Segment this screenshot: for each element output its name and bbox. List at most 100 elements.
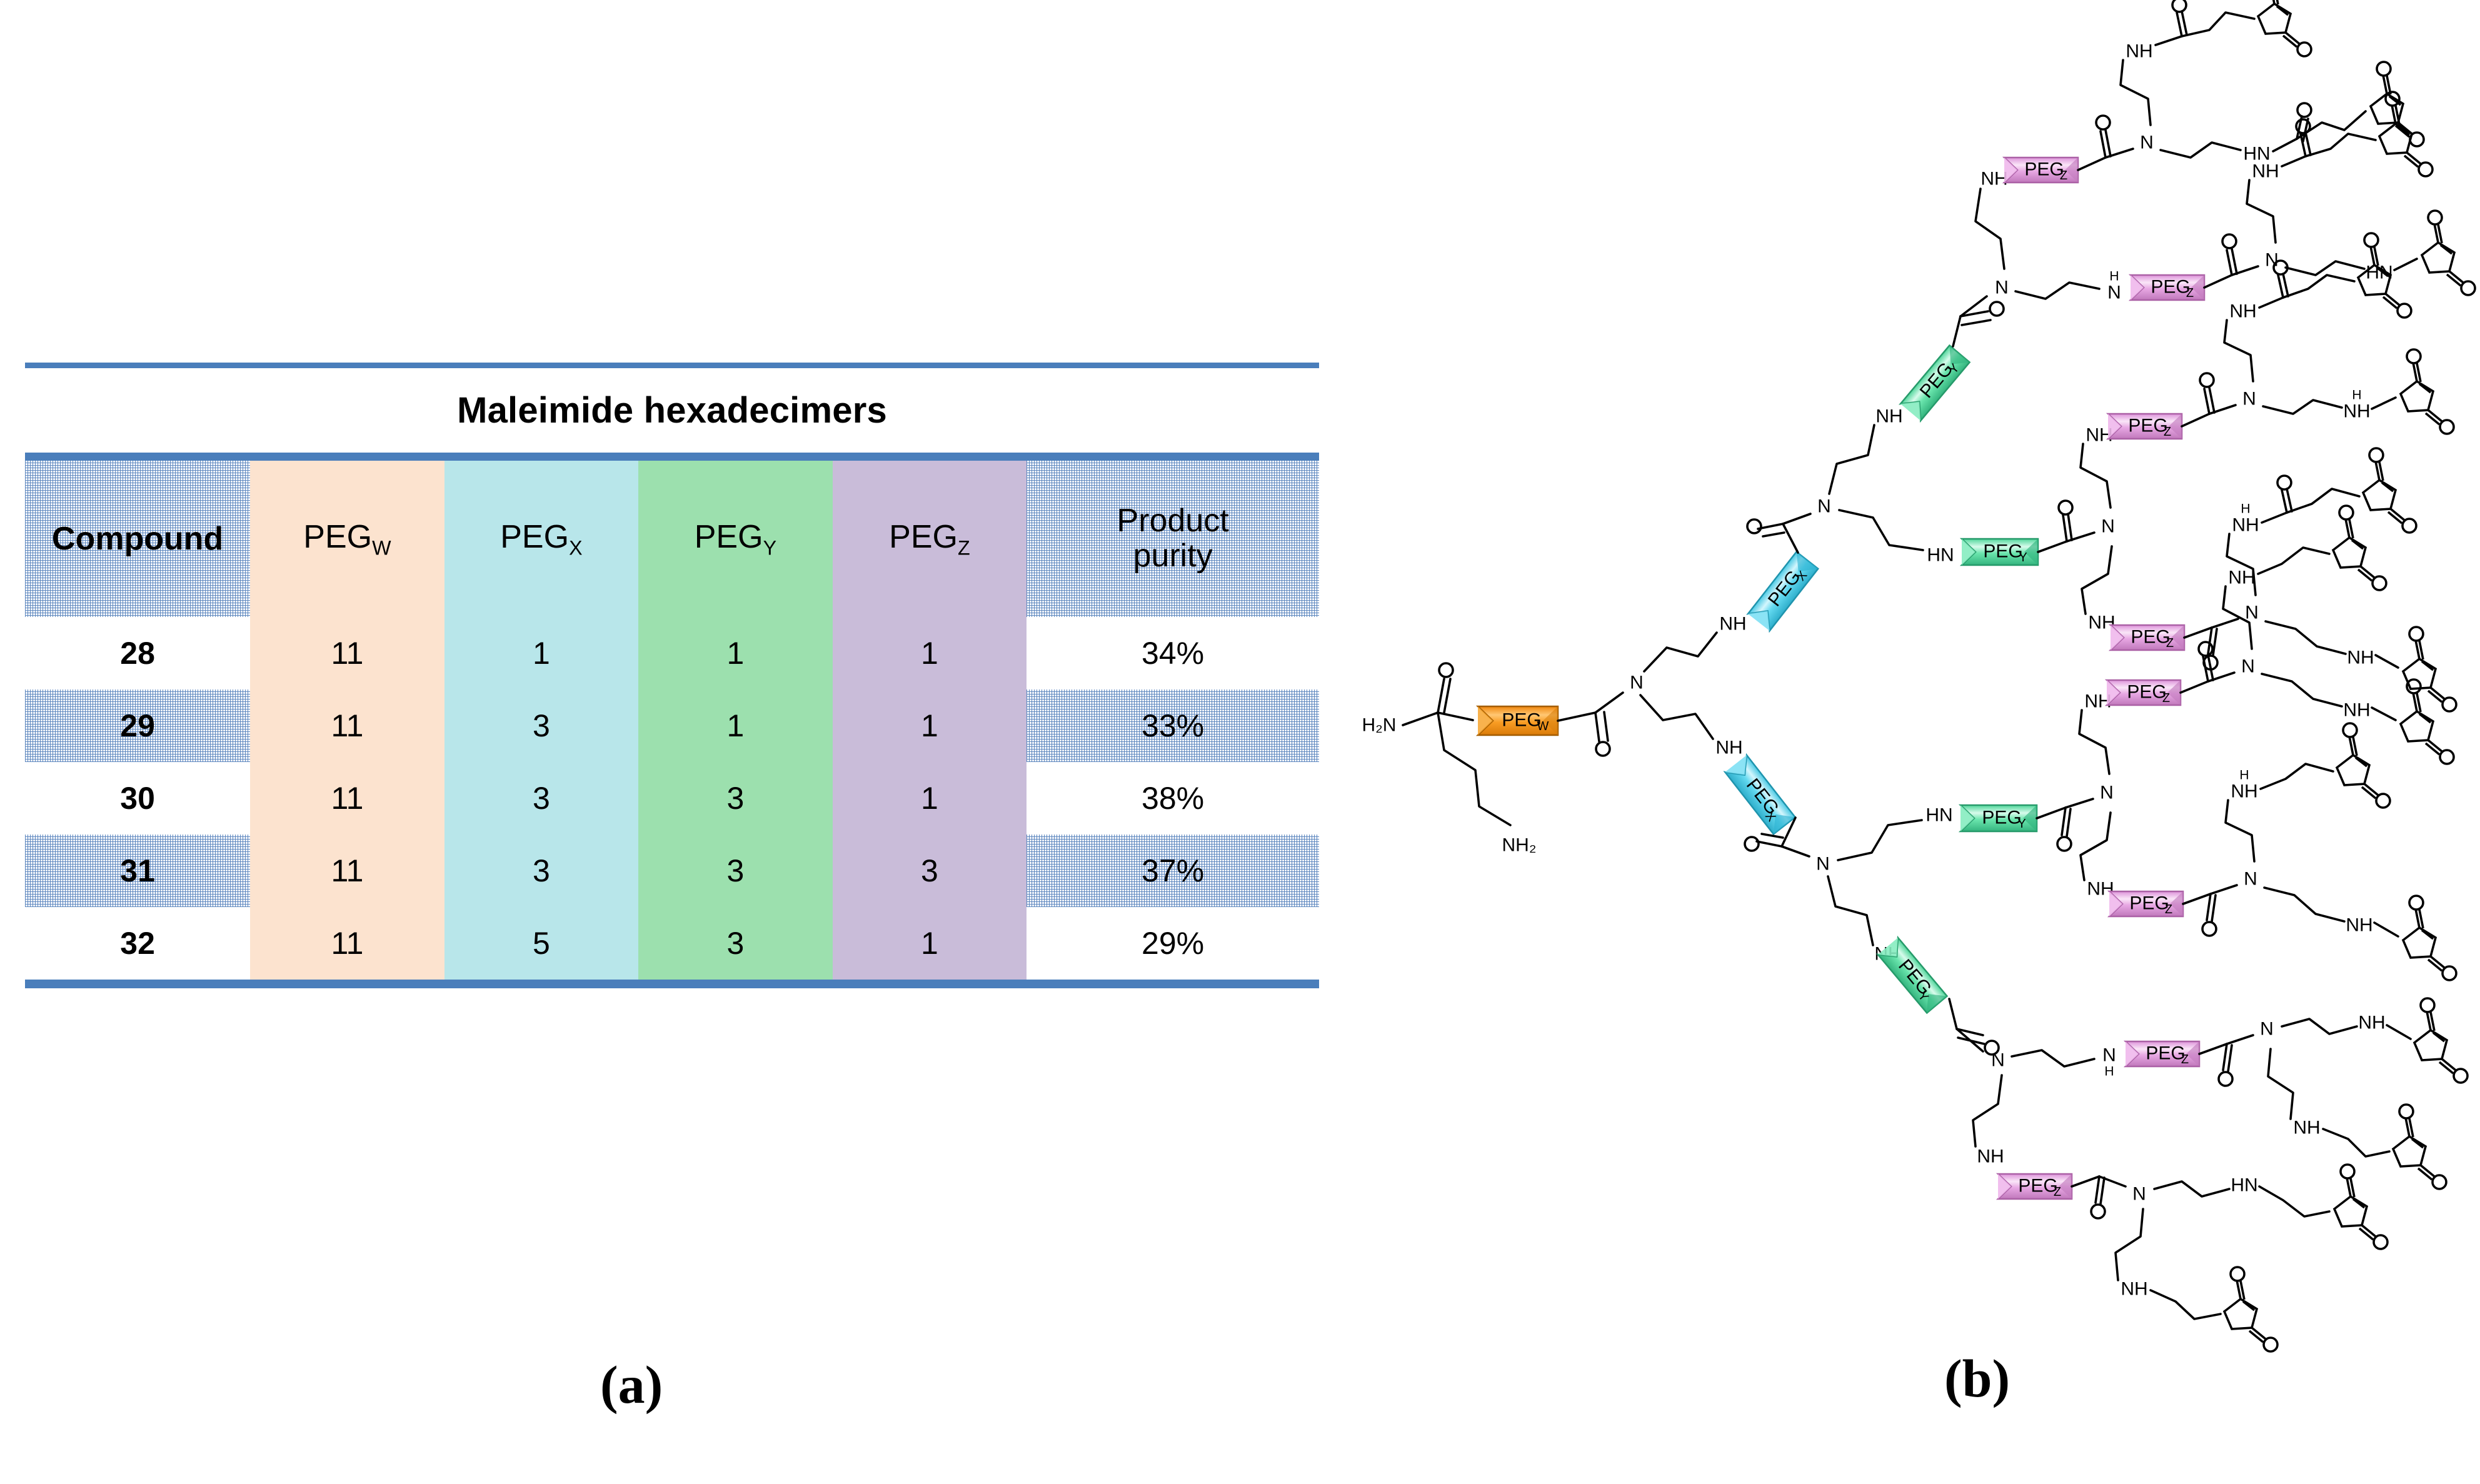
atom-nh-m7: NH [2232,515,2259,536]
peg-label-z: PEG [2024,159,2064,180]
header-purity-line2: purity [1133,538,1213,574]
peg-block-pegz-2: PEG Z [2128,274,2206,301]
cell-compound: 28 [120,636,155,671]
subscript-z: Z [957,536,970,559]
peg-sub-z: Z [2165,903,2172,916]
peg-sub-z: Z [2181,1053,2189,1066]
cell-pegw: 11 [250,835,444,907]
peg-sub-y: Y [2019,551,2027,564]
cell-pegz: 3 [832,835,1027,907]
table-title: Maleimide hexadecimers [457,390,887,431]
atom-nh-m9: NH [2228,568,2255,588]
maleimide-ring [2223,1266,2279,1353]
peg-block-pegz-8: PEG Z [1996,1173,2073,1200]
peg-label-z: PEG [2129,893,2169,914]
cell-pegy: 3 [638,907,833,980]
atom-nh-m6: NH [2343,401,2370,422]
table-wrapper: Maleimide hexadecimers Compound PEGW PEG… [25,363,1319,988]
atom-n-topY: N [1995,278,2009,298]
atom-h-m6: H [2352,388,2361,403]
atom-n-z3a: N [2242,389,2256,409]
cell-pegx: 5 [444,907,639,980]
header-pegx: PEGX [444,461,639,617]
atom-n-midlowY: N [2100,783,2114,803]
cell-pegz: 1 [832,762,1027,835]
cell-pegz: 1 [832,689,1027,762]
cell-pegy: 1 [638,689,833,762]
atom-h2n: H₂N [1362,715,1397,736]
maleimide-ring [2399,348,2455,435]
peg-sub-z: Z [2060,169,2067,183]
peg-label-z: PEG [2127,682,2166,703]
maleimide-ring [2257,0,2312,58]
pegz3-terminal-pair: N NH NH H [2181,232,2455,435]
peg-block-pegz-4: PEG Z [2108,624,2186,651]
header-purity: Product purity [1027,461,1319,617]
header-purity-line1: Product [1117,503,1229,539]
atom-nh-down: NH [1715,738,1742,758]
atom-n-z4a: N [2245,603,2259,623]
peg-block-pegy-midlow: PEG Y [1958,804,2038,833]
dendrimer-structure-svg: .bond{stroke:#000;stroke-width:3.6;fill:… [1362,0,2476,1353]
peg-block-pegz-1: PEG Z [2002,156,2079,184]
cell-pegw: 11 [250,689,444,762]
cell-pegz: 1 [832,907,1027,980]
atom-n-midtopY: N [2101,516,2115,537]
peg-label-w: PEG [1502,710,1541,731]
atom-nh-m8: NH [2347,648,2374,668]
cell-pegw: 11 [250,617,444,689]
atom-nh-m12: NH [2346,915,2372,936]
atom-nh-upY: NH [1875,406,1902,427]
peg-sub-z: Z [2186,286,2194,300]
cell-purity: 29% [1142,926,1205,961]
midlowY-node: N NH NH [2036,691,2114,900]
header-pegz: PEGZ [832,461,1027,617]
atom-n-upper: N [1817,496,1831,517]
panel-b-label: (b) [1944,1348,2011,1408]
atom-nh2-lysine: NH₂ [1502,835,1537,856]
maleimide-ring [2402,626,2457,713]
table-body: 28 11 1 1 1 34% 29 11 3 1 1 33% 30 [25,617,1319,980]
pegz4-terminal-pair: N NH H NH [2183,447,2457,713]
peg-label-y: PEG [1983,541,2022,562]
atom-n-z7a: N [2260,1019,2274,1040]
pegz2-terminal-pair: N NH HN [2203,91,2476,296]
compound-table: Compound PEGW PEGX PEGY PEGZ Product pur… [25,461,1319,980]
peg-label-z: PEG [2131,627,2170,648]
atom-h-m7: H [2241,502,2250,516]
core-branch-node: N NH NH [1557,614,1747,758]
cell-compound: 32 [120,926,155,961]
header-pegw: PEGW [250,461,444,617]
peg-label-z: PEG [2128,416,2167,436]
atom-n-z5a: N [2241,656,2255,677]
maleimide-ring [2413,997,2469,1084]
atom-nh-m1: NH [2126,41,2152,62]
cell-pegw: 11 [250,762,444,835]
header-row: Compound PEGW PEGX PEGY PEGZ Product pur… [25,461,1319,617]
peg-block-pegz-6: PEG Z [2107,890,2184,918]
pegz6-terminal-pair: N NH H NH [2182,722,2457,981]
table-header-rule [25,453,1319,461]
pegz1-terminal-pair: N NH HN [2077,0,2425,171]
maleimide-ring [2336,722,2391,809]
atom-nh-m3: NH [2252,161,2279,182]
peg-sub-z: Z [2164,425,2171,439]
table-row: 31 11 3 3 3 37% [25,835,1319,907]
table-top-rule [25,363,1319,368]
atom-hn-midY: HN [1927,545,1954,566]
cell-compound: 29 [25,689,251,762]
topY-node: N NH N H [1952,169,2121,348]
cell-purity: 33% [1027,689,1319,762]
table-row: 30 11 3 3 1 38% [25,762,1319,835]
midtopY-node: N NH NH [2037,425,2116,633]
maleimide-ring [2332,504,2387,591]
table-header: Compound PEGW PEGX PEGY PEGZ Product pur… [25,461,1319,617]
cell-purity: 34% [1142,636,1205,671]
peg-block-pegz-3: PEG Z [2106,413,2183,440]
subscript-y: Y [763,536,777,559]
peg-block-pegy-top: PEG Y [1899,344,1971,423]
carbonyl-oxygen [1438,662,1454,678]
atom-n-z8a: N [2132,1184,2146,1205]
subscript-x: X [569,536,583,559]
atom-nh-m14: NH [2293,1118,2320,1138]
